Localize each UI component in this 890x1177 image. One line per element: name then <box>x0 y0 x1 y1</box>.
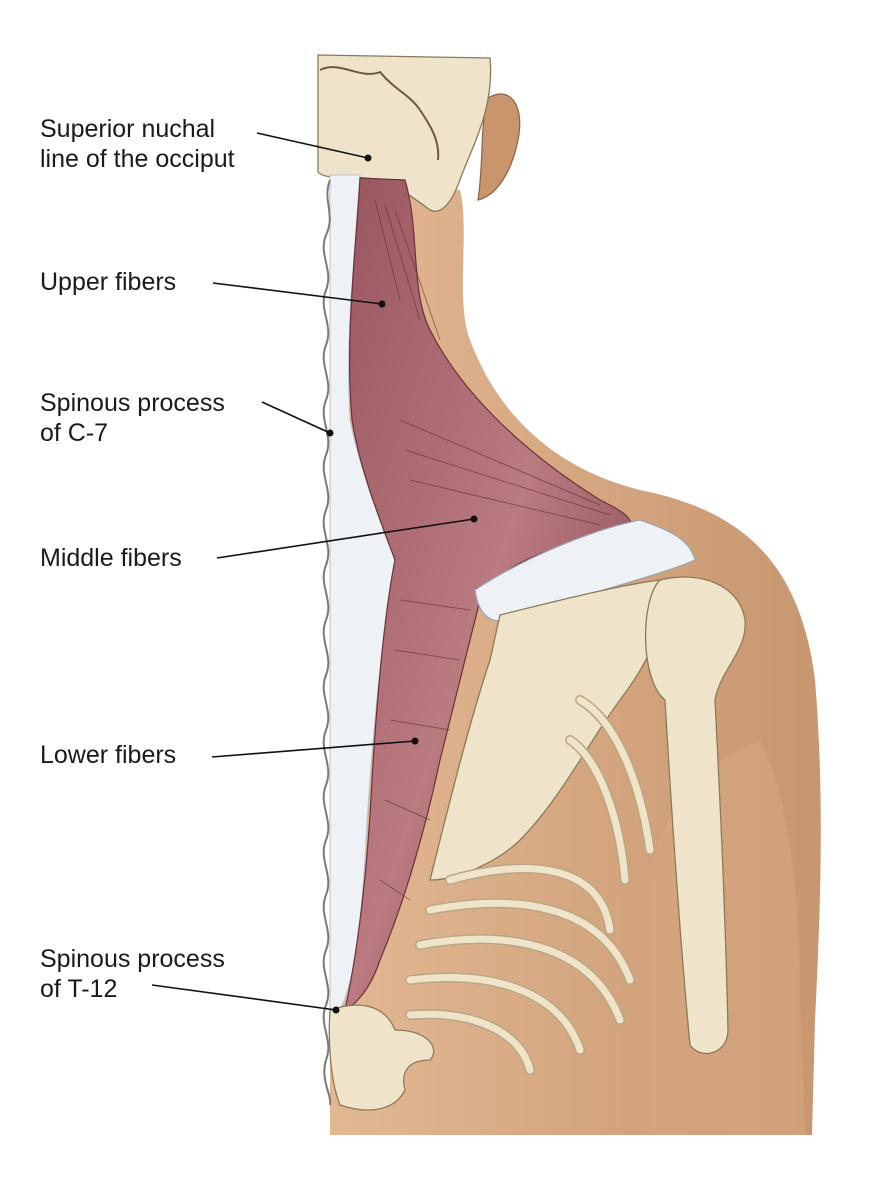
label-superior-nuchal-line: Superior nuchal line of the occiput <box>40 114 235 174</box>
leader-lower-fibers <box>211 740 416 758</box>
ear <box>477 93 521 201</box>
label-spinous-process-c7: Spinous process of C-7 <box>40 388 225 448</box>
spinous-process-column <box>322 179 332 1106</box>
label-lower-fibers: Lower fibers <box>40 741 177 769</box>
humerus <box>644 576 746 1054</box>
label-superior-nuchal-line-1: Superior nuchal <box>40 115 216 143</box>
label-spinous-c7-line-2: of C-7 <box>40 419 109 447</box>
label-middle-fibers: Middle fibers <box>40 544 182 572</box>
leader-c7 <box>261 401 331 434</box>
lumbar-vertebra <box>328 1004 435 1111</box>
leader-lines <box>151 132 475 1011</box>
ribs-fill <box>406 696 654 1074</box>
leader-dots <box>326 154 478 1014</box>
scapula <box>429 579 664 881</box>
label-spinous-process-t12: Spinous process of T-12 <box>40 944 225 1004</box>
leader-superior-nuchal <box>256 132 369 159</box>
trapezius-muscle <box>344 177 632 1012</box>
leader-upper-fibers <box>212 282 383 305</box>
label-spinous-t12-line-2: of T-12 <box>40 975 118 1003</box>
label-spinous-t12-line-1: Spinous process <box>40 945 225 973</box>
leader-t12 <box>151 984 337 1011</box>
label-superior-nuchal-line-2: line of the occiput <box>40 145 235 173</box>
label-spinous-c7-line-1: Spinous process <box>40 389 225 417</box>
label-upper-fibers: Upper fibers <box>40 268 177 296</box>
lambdoid-suture <box>319 66 440 161</box>
leader-middle-fibers <box>216 518 475 559</box>
muscle-fibers <box>374 199 611 901</box>
